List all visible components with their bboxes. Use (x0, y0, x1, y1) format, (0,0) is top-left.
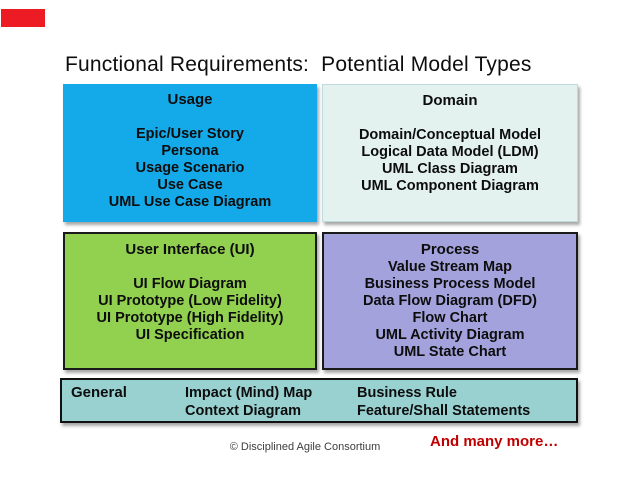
general-bar: General Impact (Mind) Map Context Diagra… (60, 378, 578, 423)
and-many-more-note: And many more… (430, 433, 559, 450)
usage-box: Usage Epic/User Story Persona Usage Scen… (63, 84, 317, 222)
model-item: Logical Data Model (LDM) (361, 144, 539, 160)
usage-box-items: Epic/User Story Persona Usage Scenario U… (63, 126, 317, 211)
user-interface-box-items: UI Flow Diagram UI Prototype (Low Fideli… (65, 276, 315, 344)
model-item: Feature/Shall Statements (357, 403, 531, 419)
model-item: Context Diagram (185, 403, 302, 419)
domain-box-items: Domain/Conceptual Model Logical Data Mod… (323, 127, 577, 195)
model-item: Use Case (157, 177, 223, 193)
model-item: UI Prototype (Low Fidelity) (98, 293, 282, 309)
model-item: UI Prototype (High Fidelity) (96, 310, 284, 326)
copyright-text: © Disciplined Agile Consortium (229, 441, 381, 453)
model-item: Domain/Conceptual Model (358, 127, 542, 143)
model-item: UML Class Diagram (382, 161, 518, 177)
model-item: Value Stream Map (387, 259, 513, 275)
general-column-2: Business Rule Feature/Shall Statements (357, 384, 530, 420)
model-item: UML Use Case Diagram (108, 194, 272, 210)
model-item: Impact (Mind) Map (185, 385, 313, 401)
process-box-title: Process (420, 241, 480, 258)
user-interface-box-title: User Interface (UI) (125, 241, 255, 258)
domain-box: Domain Domain/Conceptual Model Logical D… (322, 84, 578, 222)
model-item: UML Component Diagram (361, 178, 539, 194)
model-item: UI Specification (135, 327, 245, 343)
model-item: UML State Chart (393, 344, 507, 360)
model-item: UML Activity Diagram (375, 327, 525, 343)
usage-box-title: Usage (167, 91, 213, 108)
slide-title: Functional Requirements: Potential Model… (65, 53, 532, 76)
model-item: Persona (161, 143, 219, 159)
user-interface-box: User Interface (UI) UI Flow Diagram UI P… (63, 232, 317, 370)
model-item: Business Rule (357, 385, 457, 401)
general-bar-label: General (71, 384, 127, 401)
general-column-1: Impact (Mind) Map Context Diagram (185, 384, 312, 420)
domain-box-title: Domain (422, 92, 478, 109)
model-item: UI Flow Diagram (133, 276, 247, 292)
process-box-items: Value Stream Map Business Process Model … (324, 259, 576, 361)
model-item: Usage Scenario (135, 160, 245, 176)
model-item: Business Process Model (364, 276, 536, 292)
model-item: Epic/User Story (136, 126, 244, 142)
brand-red-bar (1, 9, 45, 27)
process-box: Process Value Stream Map Business Proces… (322, 232, 578, 370)
model-item: Flow Chart (412, 310, 488, 326)
model-item: Data Flow Diagram (DFD) (362, 293, 537, 309)
